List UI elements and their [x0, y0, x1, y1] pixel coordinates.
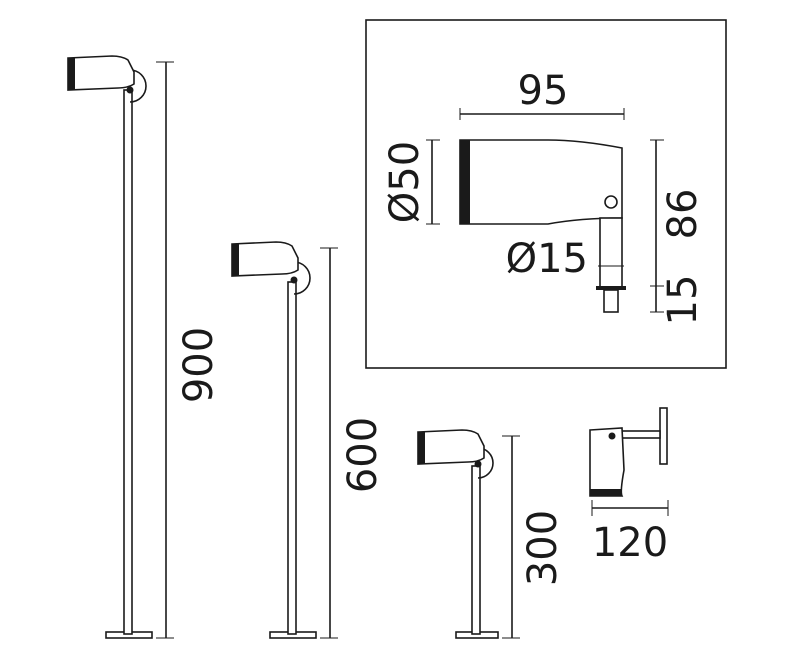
head-900: [67, 55, 135, 91]
spotlight-300: [417, 429, 499, 639]
swivel-arc-900: [129, 69, 147, 103]
head-wall: [589, 427, 625, 497]
pole-300: [471, 465, 481, 635]
lens-wall: [590, 489, 622, 496]
inset-stem: [599, 217, 623, 289]
head-600: [231, 241, 299, 277]
inset-stem-thread: [603, 289, 619, 313]
inset-label-95: 95: [518, 68, 569, 114]
label-900: 900: [176, 327, 222, 403]
knob-900: [126, 86, 134, 94]
inset-knob: [604, 195, 618, 209]
inset-label-d50: Ø50: [382, 141, 428, 223]
dimension-600: 600: [320, 247, 386, 639]
detail-inset: 95 Ø50 Ø15 86 15: [365, 19, 727, 369]
inset-label-86: 86: [660, 189, 706, 240]
lens-300: [418, 432, 425, 464]
wall-plate: [659, 407, 668, 465]
dimension-120: 120: [591, 500, 669, 566]
dimension-300: 300: [502, 435, 566, 639]
lens-600: [232, 244, 239, 276]
inset-head: [459, 139, 623, 225]
pole-900: [123, 89, 133, 635]
spotlight-900: [67, 55, 153, 639]
knob-wall: [608, 432, 616, 440]
inset-stem-joint: [596, 286, 626, 290]
inset-lens: [460, 140, 470, 224]
inset-label-15: 15: [660, 275, 706, 326]
knob-600: [290, 276, 298, 284]
dimension-900: 900: [156, 61, 222, 639]
label-300: 300: [520, 510, 566, 586]
knob-300: [474, 460, 482, 468]
spotlight-600: [231, 241, 317, 639]
label-600: 600: [340, 417, 386, 493]
inset-frame: [365, 19, 727, 369]
inset-label-d15: Ø15: [506, 236, 588, 282]
head-300: [417, 429, 485, 465]
lens-900: [68, 58, 75, 90]
spotlight-wall-mount: [589, 407, 668, 497]
swivel-arc-600: [293, 261, 311, 295]
label-120: 120: [592, 520, 668, 566]
pole-600: [287, 281, 297, 635]
arm: [621, 430, 661, 439]
